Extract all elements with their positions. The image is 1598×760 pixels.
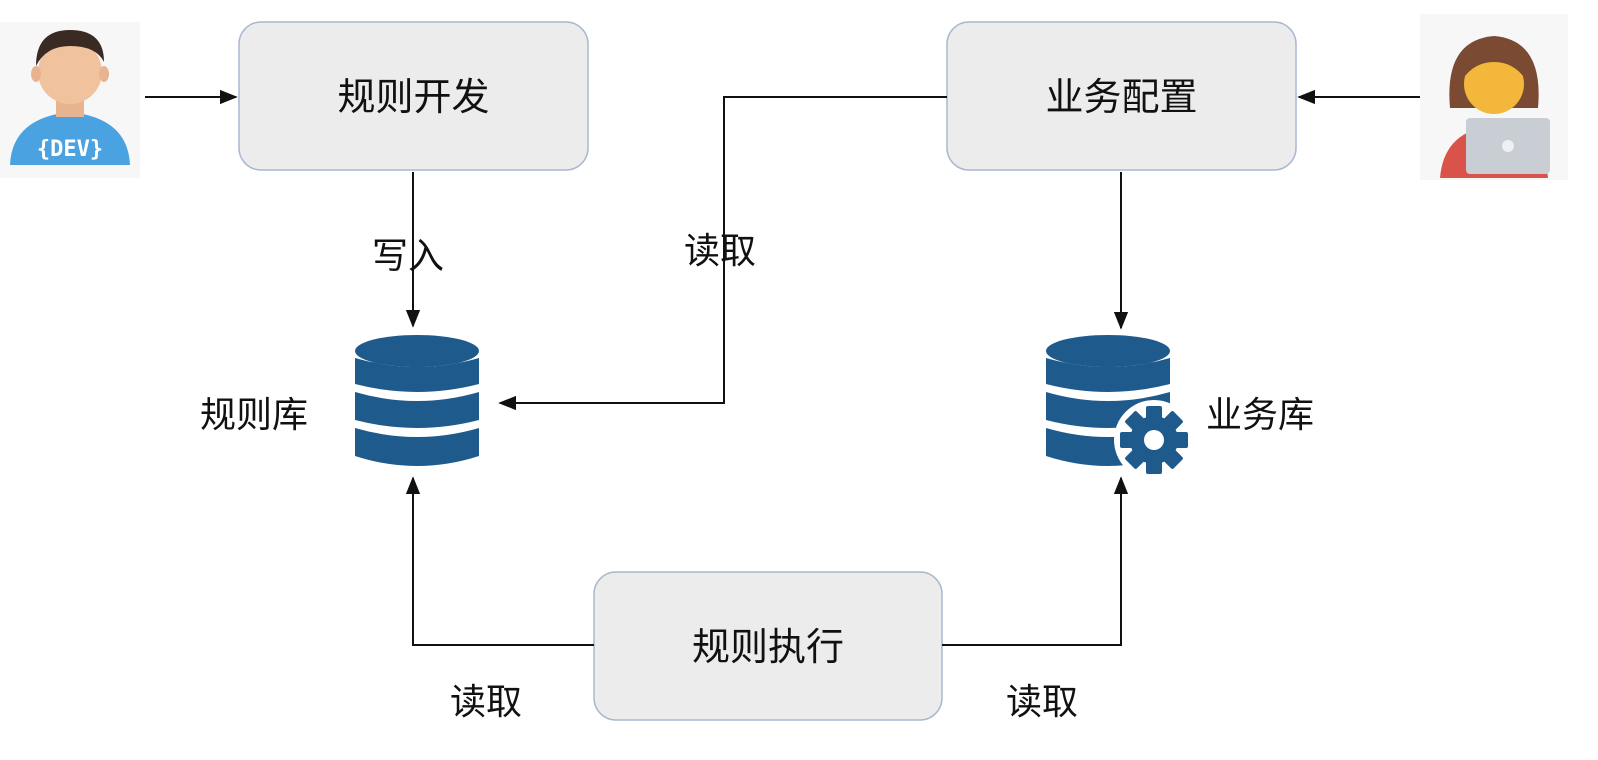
developer-avatar-icon: {DEV}	[0, 22, 140, 178]
edge-rule-exec-to-rule-db	[405, 476, 594, 646]
node-biz-config: 业务配置	[946, 21, 1297, 171]
business-user-avatar-icon	[1420, 14, 1568, 180]
edge-label-read-config: 读取	[684, 231, 756, 272]
edge-label-write: 写入	[372, 236, 444, 277]
node-rule-dev-label: 规则开发	[337, 75, 489, 119]
database-gear-icon	[1046, 335, 1194, 480]
node-rule-exec: 规则执行	[593, 571, 943, 721]
rule-db-label: 规则库	[200, 395, 308, 436]
biz-db-label: 业务库	[1206, 395, 1314, 436]
dev-badge: {DEV}	[37, 137, 103, 162]
edge-rule-exec-to-biz-db	[942, 476, 1129, 646]
node-biz-config-label: 业务配置	[1045, 75, 1197, 119]
edge-label-read-exec-biz-db: 读取	[1006, 682, 1078, 723]
node-rule-exec-label: 规则执行	[692, 625, 844, 669]
node-rule-dev: 规则开发	[238, 21, 589, 171]
edge-label-read-exec-rule-db: 读取	[450, 682, 522, 723]
edge-biz-config-to-rule-db	[498, 96, 947, 411]
database-icon	[355, 335, 479, 466]
